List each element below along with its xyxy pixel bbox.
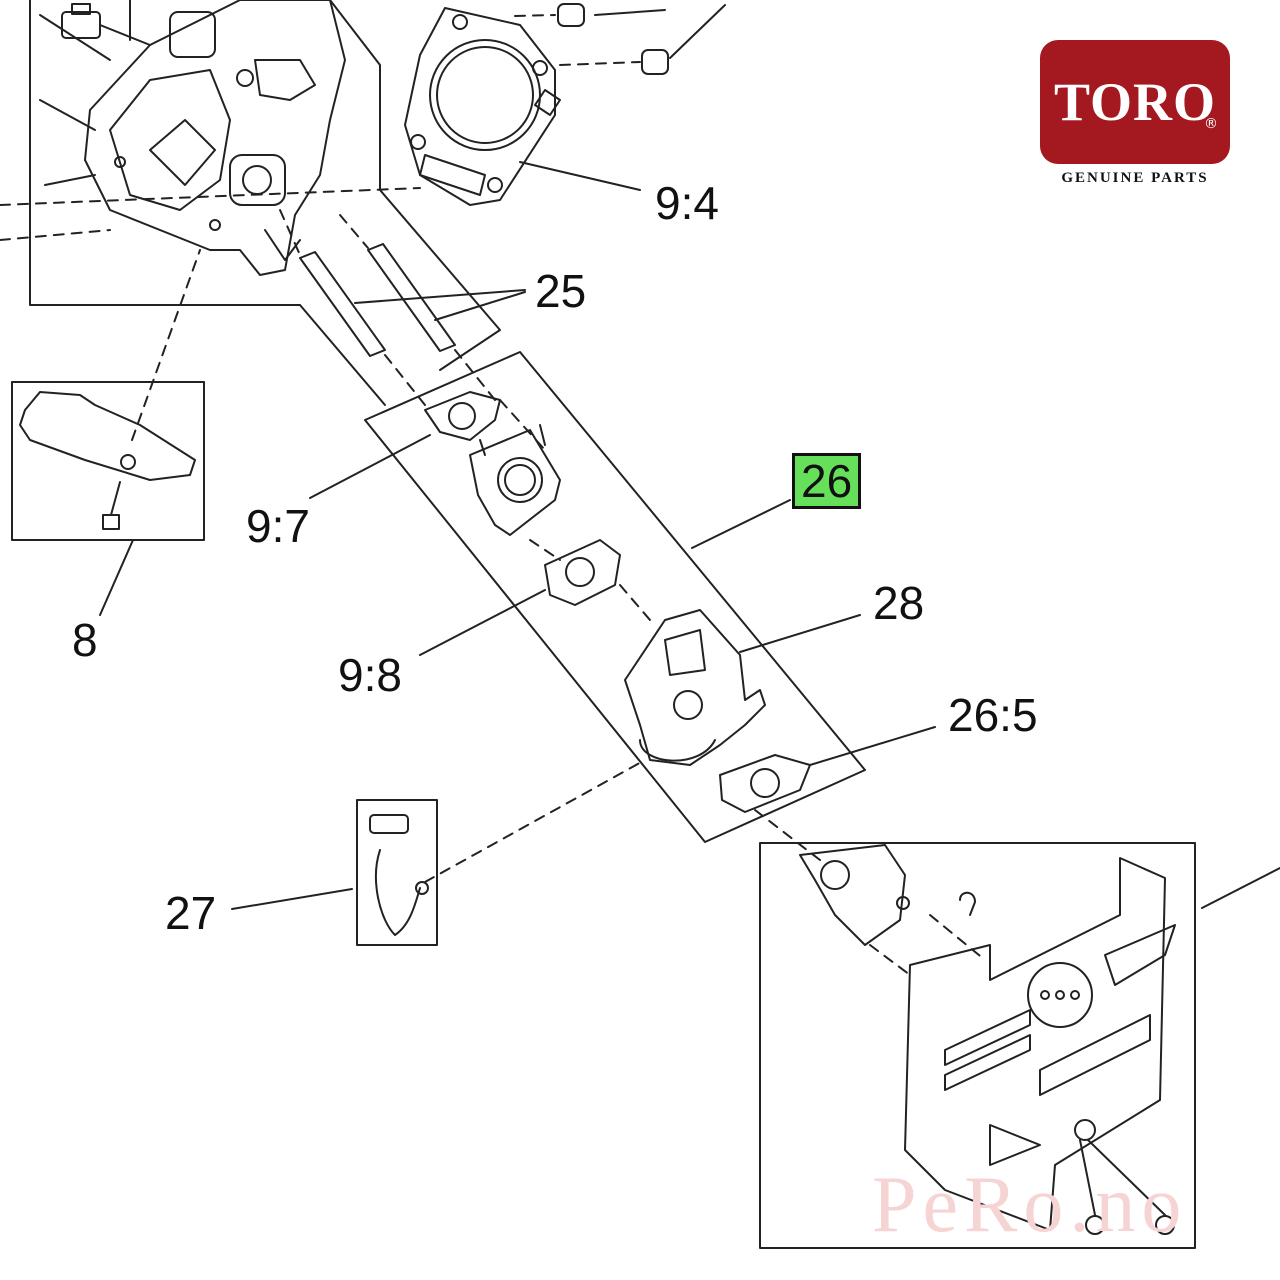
logo-wordmark: TORO <box>1053 72 1217 132</box>
watermark: PeRo.no <box>872 1161 1188 1249</box>
spark-plug <box>61 3 151 46</box>
part-label-25: 25 <box>535 265 587 317</box>
carb-spacer <box>469 429 561 536</box>
part-label-26-5: 26:5 <box>948 689 1038 741</box>
carb-gasket <box>544 539 621 606</box>
part-label-28: 28 <box>873 577 925 629</box>
carburetor <box>624 609 766 766</box>
insulator-gasket <box>424 391 501 441</box>
cylinder-head <box>84 0 346 276</box>
part-label-9-4: 9:4 <box>655 177 719 229</box>
part-label-8: 8 <box>72 614 98 666</box>
intake-studs <box>279 209 526 406</box>
part-label-9-7: 9:7 <box>246 500 310 552</box>
part-label-26-highlighted[interactable]: 26 <box>792 453 862 509</box>
toro-logo: TORO ® GENUINE PARTS <box>1040 40 1230 187</box>
part-label-27: 27 <box>165 887 217 939</box>
head-gasket <box>404 7 641 206</box>
air-cleaner-gasket <box>719 754 811 813</box>
part-label-9-8: 9:8 <box>338 649 402 701</box>
registered-mark: ® <box>1204 116 1218 132</box>
logo-subtitle: GENUINE PARTS <box>1061 170 1209 186</box>
air-cleaner-group <box>759 842 1280 1249</box>
dowel-pins <box>514 3 726 75</box>
cylinder-head-group <box>0 0 501 406</box>
wire-inset-27 <box>231 759 646 946</box>
logo-badge: TORO ® <box>1040 40 1230 164</box>
carburetor-group <box>309 351 936 861</box>
air-cleaner-cover <box>904 857 1166 1231</box>
bracket-inset-8 <box>11 249 205 616</box>
